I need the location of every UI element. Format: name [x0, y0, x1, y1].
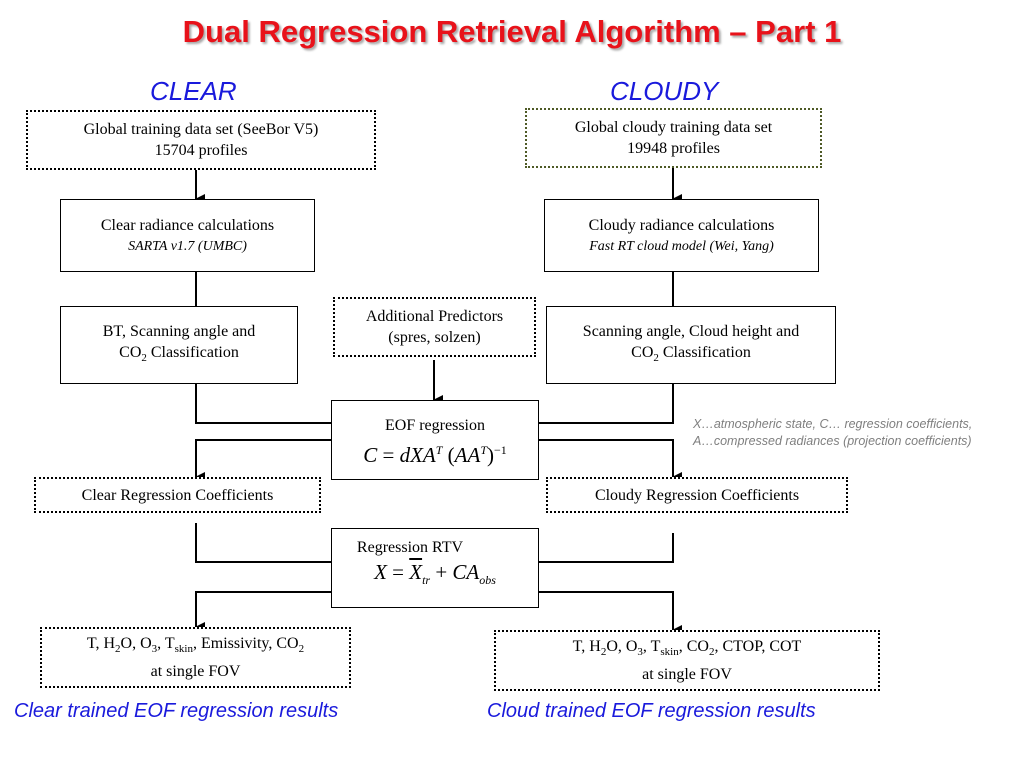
cloudy-training-dataset-box: Global cloudy training data set 19948 pr…	[525, 108, 822, 168]
clear-radiance-line1: Clear radiance calculations	[100, 216, 275, 234]
clear-classification-box: BT, Scanning angle and CO2 Classificatio…	[60, 306, 298, 384]
clear-training-line2: 15704 profiles	[154, 142, 248, 159]
clear-coefficients-label: Clear Regression Coefficients	[81, 486, 274, 504]
cloudy-results-box: T, H2O, O3, Tskin, CO2, CTOP, COT at sin…	[494, 630, 880, 691]
clear-results-line2: at single FOV	[150, 662, 241, 680]
predictors-line1: Additional Predictors	[365, 308, 504, 325]
eof-regression-box: EOF regression C = dXAT (AAT)−1	[331, 400, 539, 480]
regression-rtv-box: Regression RTV X = Xtr + CAobs	[331, 528, 539, 608]
arrow-eof-to-clear-coefficients	[195, 439, 331, 482]
cloudy-coefficients-label: Cloudy Regression Coefficients	[594, 486, 800, 504]
arrow-eof-to-cloudy-coefficients	[539, 439, 682, 482]
clear-results-line1: T, H2O, O3, Tskin, Emissivity, CO2	[86, 635, 305, 656]
clear-column-heading: CLEAR	[150, 76, 237, 106]
eof-regression-label: EOF regression	[385, 416, 485, 434]
clear-results-caption: Clear trained EOF regression results	[14, 700, 339, 722]
clear-training-dataset-box: Global training data set (SeeBor V5) 157…	[26, 110, 376, 170]
cloudy-radiance-model: Fast RT cloud model (Wei, Yang)	[589, 238, 774, 254]
cloudy-training-line2: 19948 profiles	[627, 140, 720, 157]
cloudy-radiance-line1: Cloudy radiance calculations	[588, 216, 775, 234]
cloudy-classification-box: Scanning angle, Cloud height and CO2 Cla…	[546, 306, 836, 384]
clear-regression-coefficients-box: Clear Regression Coefficients	[34, 477, 321, 513]
regression-rtv-label: Regression RTV	[356, 539, 464, 556]
note-line1: X…atmospheric state, C… regression coeff…	[693, 417, 973, 431]
note-line2: A…compressed radiances (projection coeff…	[693, 434, 972, 448]
cloudy-radiance-calculations-box: Cloudy radiance calculations Fast RT clo…	[544, 199, 819, 272]
cloudy-results-line2: at single FOV	[642, 665, 732, 683]
cloudy-results-caption: Cloud trained EOF regression results	[487, 700, 816, 722]
predictors-line2: (spres, solzen)	[388, 329, 481, 346]
clear-classification-line2: CO2 Classification	[119, 343, 239, 365]
clear-training-line1: Global training data set (SeeBor V5)	[83, 121, 319, 138]
arrow-rtv-to-cloudy-results	[539, 591, 682, 635]
variable-definitions-note: X…atmospheric state, C… regression coeff…	[693, 416, 972, 450]
cloudy-column-heading: CLOUDY	[610, 76, 719, 106]
page-title: Dual Regression Retrieval Algorithm – Pa…	[182, 14, 842, 49]
cloudy-classification-line1: Scanning angle, Cloud height and	[582, 322, 800, 340]
eof-regression-equation: C = dXAT (AAT)−1	[363, 442, 507, 467]
cloudy-training-line1: Global cloudy training data set	[574, 119, 773, 136]
line-clear-classification-to-eof	[195, 384, 331, 424]
line-clear-coefficients-to-rtv	[195, 523, 331, 563]
clear-results-box: T, H2O, O3, Tskin, Emissivity, CO2 at si…	[40, 627, 351, 688]
clear-radiance-calculations-box: Clear radiance calculations SARTA v1.7 (…	[60, 199, 315, 272]
additional-predictors-box: Additional Predictors (spres, solzen)	[333, 297, 536, 357]
line-cloudy-classification-to-eof	[539, 384, 674, 424]
line-cloudy-coefficients-to-rtv	[539, 533, 674, 563]
cloudy-results-line1: T, H2O, O3, Tskin, CO2, CTOP, COT	[572, 638, 802, 659]
regression-rtv-equation: X = Xtr + CAobs	[374, 560, 496, 588]
clear-classification-line1: BT, Scanning angle and	[102, 322, 256, 340]
cloudy-classification-line2: CO2 Classification	[631, 343, 751, 365]
cloudy-regression-coefficients-box: Cloudy Regression Coefficients	[546, 477, 848, 513]
clear-radiance-model: SARTA v1.7 (UMBC)	[128, 238, 247, 254]
arrow-rtv-to-clear-results	[195, 591, 331, 632]
